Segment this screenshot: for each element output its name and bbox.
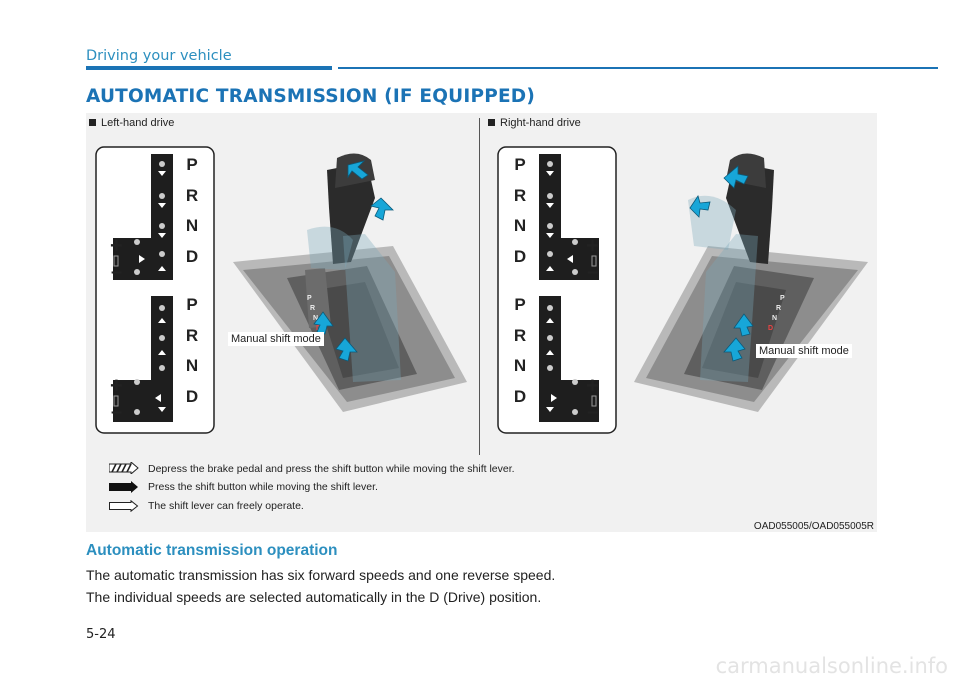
body-paragraph-1: The automatic transmission has six forwa…: [86, 567, 556, 583]
legend-text-solid: Press the shift button while moving the …: [148, 481, 378, 493]
left-gate-diagram: [95, 146, 215, 434]
outline-arrow-icon: [109, 500, 139, 512]
subheading: Automatic transmission operation: [86, 542, 338, 559]
right-manual-shift-label: Manual shift mode: [756, 344, 852, 358]
right-hand-drive-caption: Right-hand drive: [488, 117, 581, 129]
watermark: carmanualsonline.info: [715, 654, 948, 678]
right-plus-lower: +: [586, 373, 599, 398]
section-header: Driving your vehicle: [86, 48, 232, 64]
left-hand-drive-caption: Left-hand drive: [89, 117, 174, 129]
left-lever-r: R: [310, 305, 315, 312]
body-paragraph-2: The individual speeds are selected autom…: [86, 589, 542, 605]
right-minus-lower: –: [587, 401, 599, 423]
right-gate-diagram: [497, 146, 617, 434]
left-minus-lower: –: [111, 401, 123, 423]
right-lever-d: D: [768, 325, 773, 332]
header-rule-accent: [86, 66, 332, 70]
figure-divider: [479, 118, 480, 455]
left-manual-shift-label: Manual shift mode: [228, 332, 324, 346]
page-title: AUTOMATIC TRANSMISSION (IF EQUIPPED): [86, 86, 536, 107]
left-shift-lever-illustration: P R N D: [233, 153, 467, 412]
right-plus-upper: +: [586, 233, 599, 258]
right-minus-upper: –: [587, 261, 599, 283]
legend-text-hatched: Depress the brake pedal and press the sh…: [148, 463, 515, 475]
solid-arrow-icon: [109, 481, 138, 493]
hatched-arrow-icon: [109, 462, 139, 474]
right-lever-p: P: [780, 295, 785, 302]
header-rule: [338, 67, 938, 69]
left-minus-upper: –: [111, 261, 123, 283]
left-lever-p: P: [307, 295, 312, 302]
right-lever-r: R: [776, 305, 781, 312]
legend-text-outline: The shift lever can freely operate.: [148, 500, 304, 512]
left-lever-n: N: [313, 315, 318, 322]
right-shift-lever-illustration: P R N D: [634, 153, 868, 412]
left-plus-upper: +: [110, 233, 123, 258]
figure-code: OAD055005/OAD055005R: [753, 521, 874, 532]
left-plus-lower: +: [110, 373, 123, 398]
right-lever-n: N: [772, 315, 777, 322]
page-number: 5-24: [86, 627, 116, 642]
